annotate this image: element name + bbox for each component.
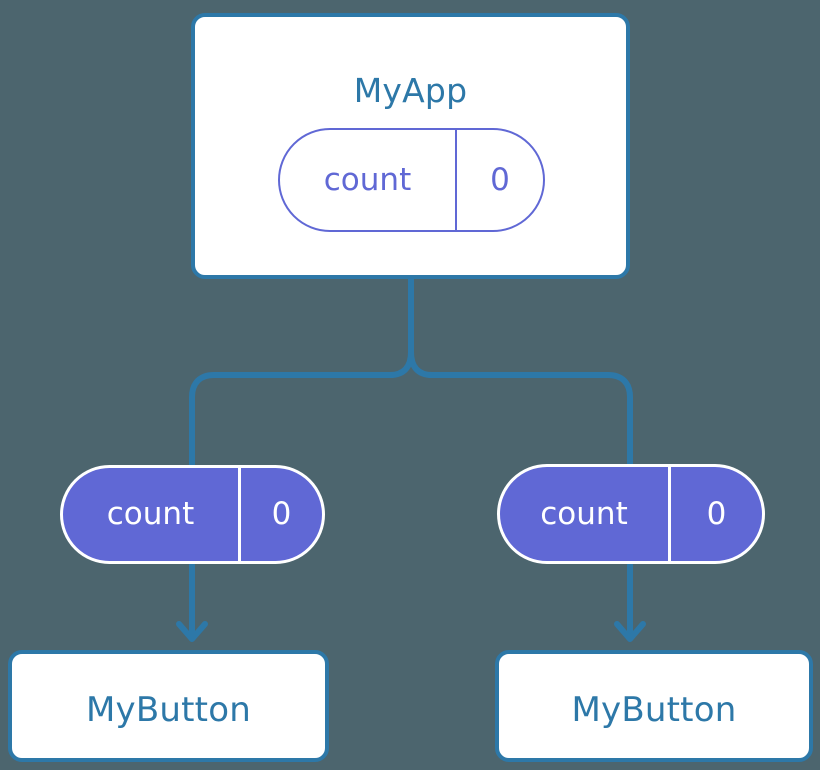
state-value-label: 0 <box>455 130 543 230</box>
state-pill-myapp[interactable]: count 0 <box>278 128 545 232</box>
edge-branch-right <box>408 351 633 480</box>
component-node-mybutton-right[interactable]: MyButton <box>495 650 813 762</box>
component-label-mybutton: MyButton <box>571 690 737 730</box>
component-label-myapp: MyApp <box>353 71 468 110</box>
arrow-right-head <box>614 621 646 642</box>
component-label-mybutton: MyButton <box>86 690 251 730</box>
edge-branch-left <box>189 351 414 480</box>
state-value-label: 0 <box>238 468 322 561</box>
state-key-label: count <box>106 496 195 532</box>
state-value-label: 0 <box>668 467 762 561</box>
state-pill-child-left[interactable]: count 0 <box>60 465 325 564</box>
state-pill-child-right[interactable]: count 0 <box>497 464 765 564</box>
component-node-mybutton-left[interactable]: MyButton <box>8 650 329 762</box>
state-key-label: count <box>323 161 412 198</box>
arrow-left-head <box>176 621 208 642</box>
state-key-label: count <box>540 495 628 532</box>
